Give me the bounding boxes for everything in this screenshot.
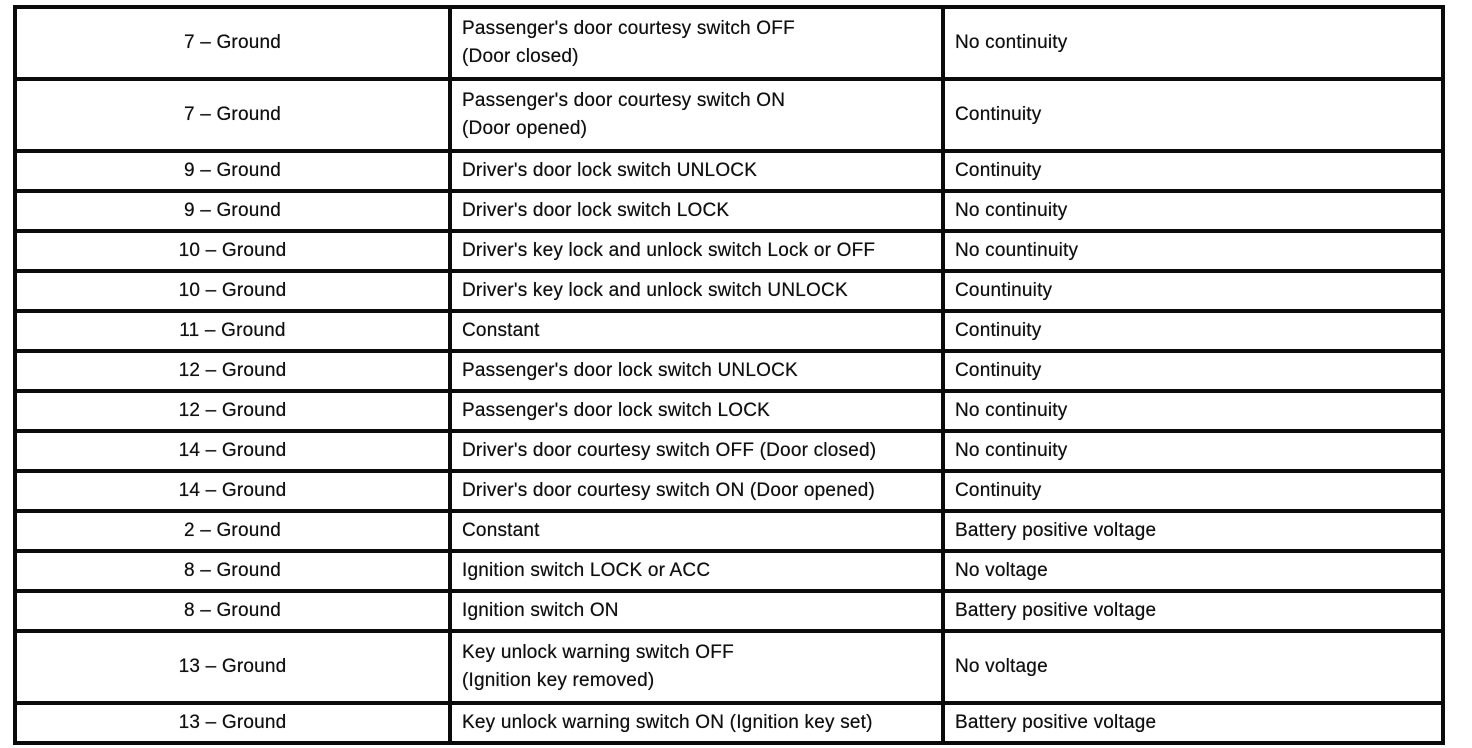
table-row: 9 – Ground Driver's door lock switch LOC…: [13, 189, 1445, 233]
condition-cell: Driver's door courtesy switch OFF (Door …: [448, 429, 945, 473]
result-cell: Continuity: [941, 149, 1445, 193]
terminal-cell: 13 – Ground: [13, 629, 452, 705]
terminal-cell: 8 – Ground: [13, 589, 452, 633]
terminal-cell: 2 – Ground: [13, 509, 452, 553]
table-row: 12 – Ground Passenger's door lock switch…: [13, 349, 1445, 393]
result-cell: Continuity: [941, 349, 1445, 393]
terminal-cell: 13 – Ground: [13, 701, 452, 745]
table-row: 7 – Ground Passenger's door courtesy swi…: [13, 77, 1445, 153]
condition-cell: Constant: [448, 509, 945, 553]
condition-cell: Constant: [448, 309, 945, 353]
table-body: 7 – Ground Passenger's door courtesy swi…: [13, 5, 1445, 745]
condition-cell: Ignition switch ON: [448, 589, 945, 633]
table-row: 13 – Ground Key unlock warning switch ON…: [13, 701, 1445, 745]
condition-cell: Key unlock warning switch OFF (Ignition …: [448, 629, 945, 705]
result-cell: No continuity: [941, 389, 1445, 433]
table-row: 8 – Ground Ignition switch LOCK or ACC N…: [13, 549, 1445, 593]
result-cell: Continuity: [941, 309, 1445, 353]
terminal-cell: 12 – Ground: [13, 389, 452, 433]
table-row: 14 – Ground Driver's door courtesy switc…: [13, 429, 1445, 473]
terminal-cell: 12 – Ground: [13, 349, 452, 393]
condition-cell: Driver's door lock switch UNLOCK: [448, 149, 945, 193]
terminal-cell: 9 – Ground: [13, 149, 452, 193]
condition-cell: Driver's key lock and unlock switch Lock…: [448, 229, 945, 273]
table-row: 9 – Ground Driver's door lock switch UNL…: [13, 149, 1445, 193]
result-cell: Battery positive voltage: [941, 509, 1445, 553]
terminal-cell: 10 – Ground: [13, 229, 452, 273]
terminal-cell: 10 – Ground: [13, 269, 452, 313]
table-row: 2 – Ground Constant Battery positive vol…: [13, 509, 1445, 553]
terminal-cell: 9 – Ground: [13, 189, 452, 233]
table-row: 14 – Ground Driver's door courtesy switc…: [13, 469, 1445, 513]
terminal-cell: 7 – Ground: [13, 5, 452, 81]
condition-cell: Passenger's door courtesy switch ON (Doo…: [448, 77, 945, 153]
condition-cell: Driver's door courtesy switch ON (Door o…: [448, 469, 945, 513]
terminal-cell: 11 – Ground: [13, 309, 452, 353]
result-cell: No continuity: [941, 189, 1445, 233]
table-row: 12 – Ground Passenger's door lock switch…: [13, 389, 1445, 433]
table-row: 13 – Ground Key unlock warning switch OF…: [13, 629, 1445, 705]
result-cell: No countinuity: [941, 229, 1445, 273]
terminal-cell: 14 – Ground: [13, 469, 452, 513]
result-cell: Continuity: [941, 77, 1445, 153]
table-row: 10 – Ground Driver's key lock and unlock…: [13, 269, 1445, 313]
condition-cell: Driver's key lock and unlock switch UNLO…: [448, 269, 945, 313]
result-cell: No continuity: [941, 429, 1445, 473]
result-cell: Continuity: [941, 469, 1445, 513]
result-cell: Battery positive voltage: [941, 589, 1445, 633]
terminal-cell: 14 – Ground: [13, 429, 452, 473]
table-row: 11 – Ground Constant Continuity: [13, 309, 1445, 353]
terminal-continuity-table: 7 – Ground Passenger's door courtesy swi…: [13, 5, 1445, 745]
result-cell: No voltage: [941, 629, 1445, 705]
condition-cell: Passenger's door courtesy switch OFF (Do…: [448, 5, 945, 81]
result-cell: Countinuity: [941, 269, 1445, 313]
condition-cell: Ignition switch LOCK or ACC: [448, 549, 945, 593]
table-row: 8 – Ground Ignition switch ON Battery po…: [13, 589, 1445, 633]
result-cell: No continuity: [941, 5, 1445, 81]
terminal-cell: 7 – Ground: [13, 77, 452, 153]
terminal-cell: 8 – Ground: [13, 549, 452, 593]
condition-cell: Key unlock warning switch ON (Ignition k…: [448, 701, 945, 745]
result-cell: No voltage: [941, 549, 1445, 593]
condition-cell: Passenger's door lock switch UNLOCK: [448, 349, 945, 393]
table-row: 7 – Ground Passenger's door courtesy swi…: [13, 5, 1445, 81]
result-cell: Battery positive voltage: [941, 701, 1445, 745]
table-row: 10 – Ground Driver's key lock and unlock…: [13, 229, 1445, 273]
condition-cell: Passenger's door lock switch LOCK: [448, 389, 945, 433]
condition-cell: Driver's door lock switch LOCK: [448, 189, 945, 233]
